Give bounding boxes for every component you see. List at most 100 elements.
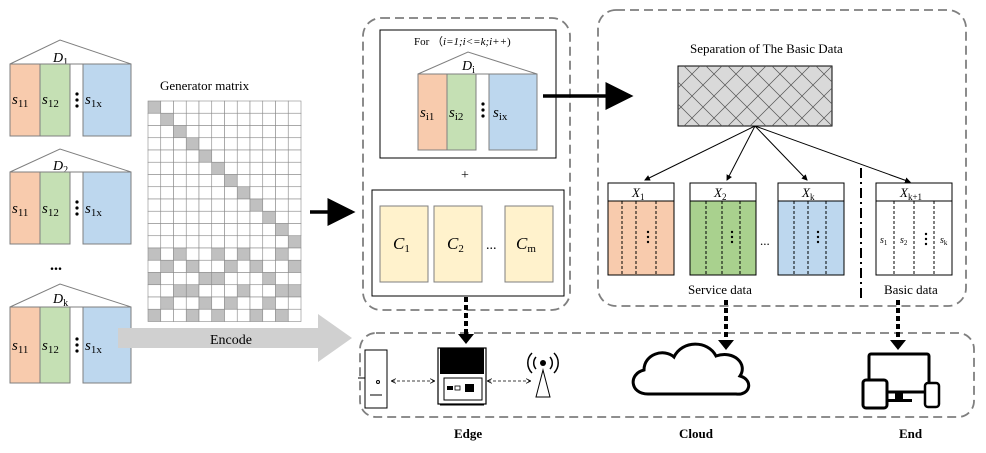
codes-ellipsis: ...	[486, 238, 497, 253]
matrix-cell	[236, 174, 251, 188]
cell-label: s12	[42, 338, 59, 356]
hatch-line	[793, 65, 833, 105]
matrix-cell	[147, 186, 162, 200]
matrix-cell	[224, 174, 238, 188]
basic-cell-label: s1	[880, 235, 888, 247]
matrix-cell	[224, 100, 238, 114]
matrix-cell	[147, 284, 162, 298]
cell-label: s11	[12, 92, 28, 110]
matrix-cell	[249, 100, 264, 114]
matrix-cell	[147, 125, 162, 139]
matrix-cell	[275, 100, 289, 114]
matrix-cell	[249, 259, 264, 273]
code-label: C1	[393, 234, 410, 255]
matrix-cell	[147, 259, 162, 273]
matrix-cell	[287, 272, 302, 286]
matrix-cell	[275, 235, 289, 249]
matrix-cell	[198, 223, 213, 237]
matrix-cell	[211, 161, 225, 175]
vertical-dots	[75, 337, 79, 353]
matrix-cell	[160, 186, 174, 200]
matrix-cell	[198, 284, 213, 298]
matrix-cell	[173, 125, 187, 139]
cell-s1x	[82, 63, 132, 137]
basic-data-label: Basic data	[884, 282, 938, 297]
matrix-cell	[262, 235, 276, 249]
matrix-cell	[173, 259, 187, 273]
matrix-cell	[236, 210, 251, 224]
matrix-cell	[185, 284, 200, 298]
column-label: X1	[631, 185, 644, 202]
matrix-cell	[198, 247, 213, 261]
matrix-cell	[173, 272, 187, 286]
matrix-cell	[198, 296, 213, 310]
matrix-cell	[249, 112, 264, 126]
matrix-cell	[185, 223, 200, 237]
matrix-cell	[147, 223, 162, 237]
matrix-cell	[287, 296, 302, 310]
hatch-line	[727, 65, 789, 127]
hatch-line	[705, 65, 767, 127]
matrix-cell	[147, 137, 162, 151]
hatch-line	[677, 65, 701, 89]
matrix-cell	[275, 137, 289, 151]
tier-label-end: End	[899, 426, 923, 441]
matrix-cell	[236, 272, 251, 286]
matrix-cell	[275, 284, 289, 298]
matrix-cell	[185, 174, 200, 188]
cell-label: si1	[420, 105, 434, 123]
cell-s12	[39, 306, 71, 384]
matrix-cell	[198, 272, 213, 286]
group-roof	[9, 283, 132, 308]
matrix-cell	[160, 161, 174, 175]
hatch-line	[683, 65, 745, 127]
hatch-line	[793, 87, 833, 127]
data-group-k: Dk s11 s12 s1x	[9, 283, 132, 384]
matrix-cell	[211, 296, 225, 310]
matrix-cell	[160, 100, 174, 114]
matrix-cell	[262, 210, 276, 224]
matrix-cell	[249, 125, 264, 139]
matrix-cell	[224, 247, 238, 261]
cell-si2	[446, 73, 477, 151]
matrix-cell	[185, 149, 200, 163]
hatch-line	[815, 65, 833, 83]
matrix-cell	[287, 247, 302, 261]
cell-label: s12	[42, 92, 59, 110]
matrix-cell	[173, 235, 187, 249]
matrix-cell	[185, 272, 200, 286]
matrix-cell	[275, 125, 289, 139]
service-to-cloud-arrow	[718, 300, 734, 350]
matrix-cell	[249, 198, 264, 212]
matrix-cell	[173, 247, 187, 261]
column-xk1: Xk+1 s1 s2 sk	[875, 182, 953, 276]
matrix-cell	[185, 112, 200, 126]
matrix-cell	[173, 210, 187, 224]
encoder-to-edge-arrow	[458, 297, 474, 344]
matrix-cell	[160, 198, 174, 212]
matrix-cell	[236, 161, 251, 175]
matrix-cell	[160, 284, 174, 298]
cell-six	[488, 73, 538, 151]
cell-label: s1x	[85, 201, 102, 219]
matrix-cell	[211, 137, 225, 151]
matrix-cell	[185, 296, 200, 310]
group-label: D1	[52, 51, 68, 68]
cell-label: s11	[12, 201, 28, 219]
matrix-cell	[275, 210, 289, 224]
vertical-dots	[481, 102, 485, 118]
matrix-cell	[211, 149, 225, 163]
cell-label: s11	[12, 338, 28, 356]
cell-label: s1x	[85, 92, 102, 110]
matrix-cell	[211, 259, 225, 273]
matrix-cell	[287, 210, 302, 224]
matrix-cell	[262, 308, 276, 322]
matrix-cell	[275, 149, 289, 163]
cell-label: six	[493, 105, 508, 123]
matrix-cell	[173, 308, 187, 322]
matrix-cell	[236, 149, 251, 163]
matrix-cell	[262, 284, 276, 298]
hatch-line	[771, 65, 833, 127]
matrix-cell	[236, 308, 251, 322]
service-data-label: Service data	[688, 282, 752, 297]
